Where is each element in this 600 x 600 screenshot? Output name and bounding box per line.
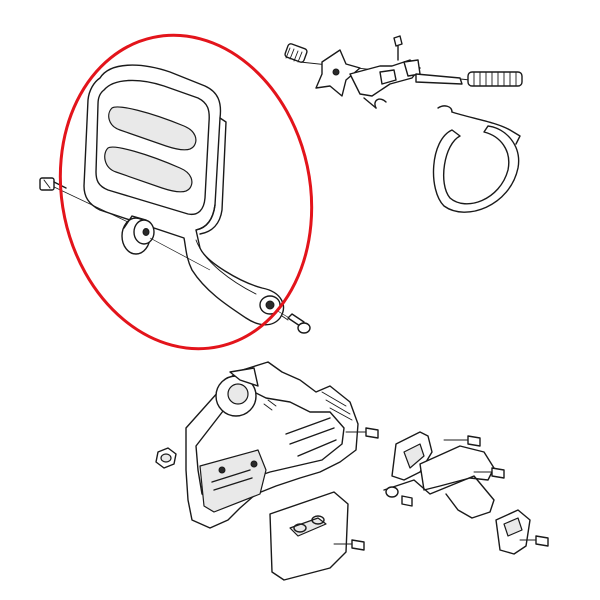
brake-band[interactable] [432,105,521,213]
brake-linkage-assembly[interactable] [284,35,523,109]
chain-brake-handguard[interactable] [83,64,285,326]
chain-deflector[interactable] [383,431,495,519]
plate-screw[interactable] [333,539,365,551]
bar-nut[interactable] [155,447,177,469]
chain-catcher[interactable] [495,509,531,555]
catcher-screw[interactable] [519,535,549,547]
bar-side-plate[interactable] [269,491,349,581]
cover-screw-upper[interactable] [345,427,379,439]
guard-right-screw[interactable] [281,313,311,334]
highlight-circle [58,33,314,351]
clutch-cover[interactable] [185,361,359,529]
deflector-screws[interactable] [401,435,505,507]
